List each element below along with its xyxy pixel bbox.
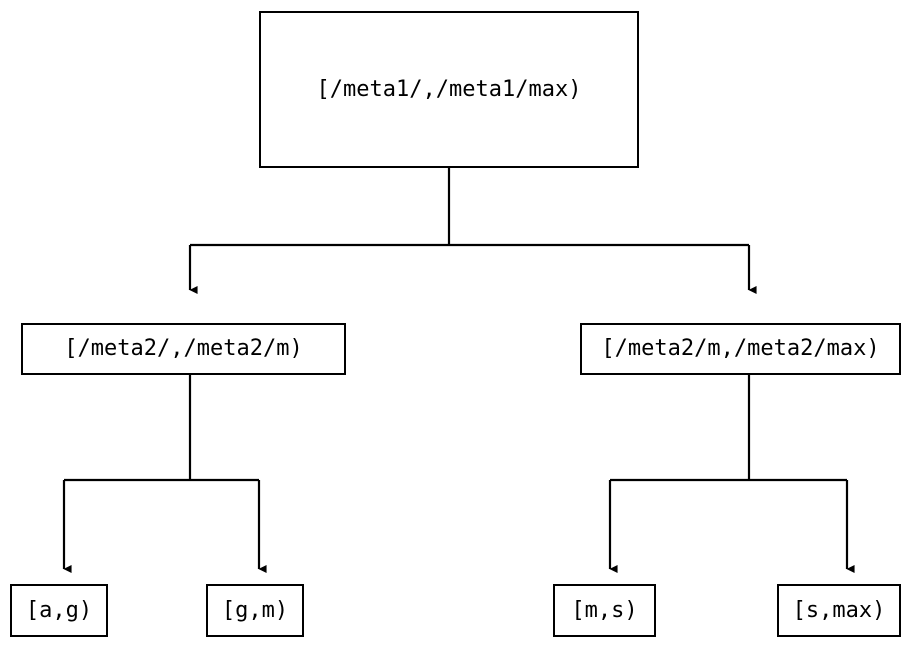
edge-root-to-level2 (188, 168, 757, 294)
tree-node-meta2-right-label: [/meta2/m,/meta2/max) (601, 336, 880, 361)
edge-meta2left-to-leaves (62, 375, 267, 573)
edge-meta2right-to-leaves (608, 375, 855, 573)
tree-node-meta2-left-label: [/meta2/,/meta2/m) (64, 336, 303, 361)
tree-node-leaf-s-max-label: [s,max) (792, 597, 886, 623)
tree-node-leaf-m-s[interactable]: [m,s) (553, 584, 656, 637)
tree-node-leaf-s-max[interactable]: [s,max) (777, 584, 901, 637)
tree-node-leaf-a-g-label: [a,g) (25, 597, 93, 623)
tree-node-meta2-left[interactable]: [/meta2/,/meta2/m) (21, 323, 346, 375)
tree-node-leaf-a-g[interactable]: [a,g) (10, 584, 108, 637)
tree-node-root-label: [/meta1/,/meta1/max) (316, 76, 582, 102)
tree-node-root[interactable]: [/meta1/,/meta1/max) (259, 11, 639, 168)
tree-node-leaf-m-s-label: [m,s) (571, 597, 638, 623)
tree-node-leaf-g-m-label: [g,m) (221, 597, 289, 623)
tree-node-meta2-right[interactable]: [/meta2/m,/meta2/max) (580, 323, 901, 375)
tree-node-leaf-g-m[interactable]: [g,m) (206, 584, 304, 637)
